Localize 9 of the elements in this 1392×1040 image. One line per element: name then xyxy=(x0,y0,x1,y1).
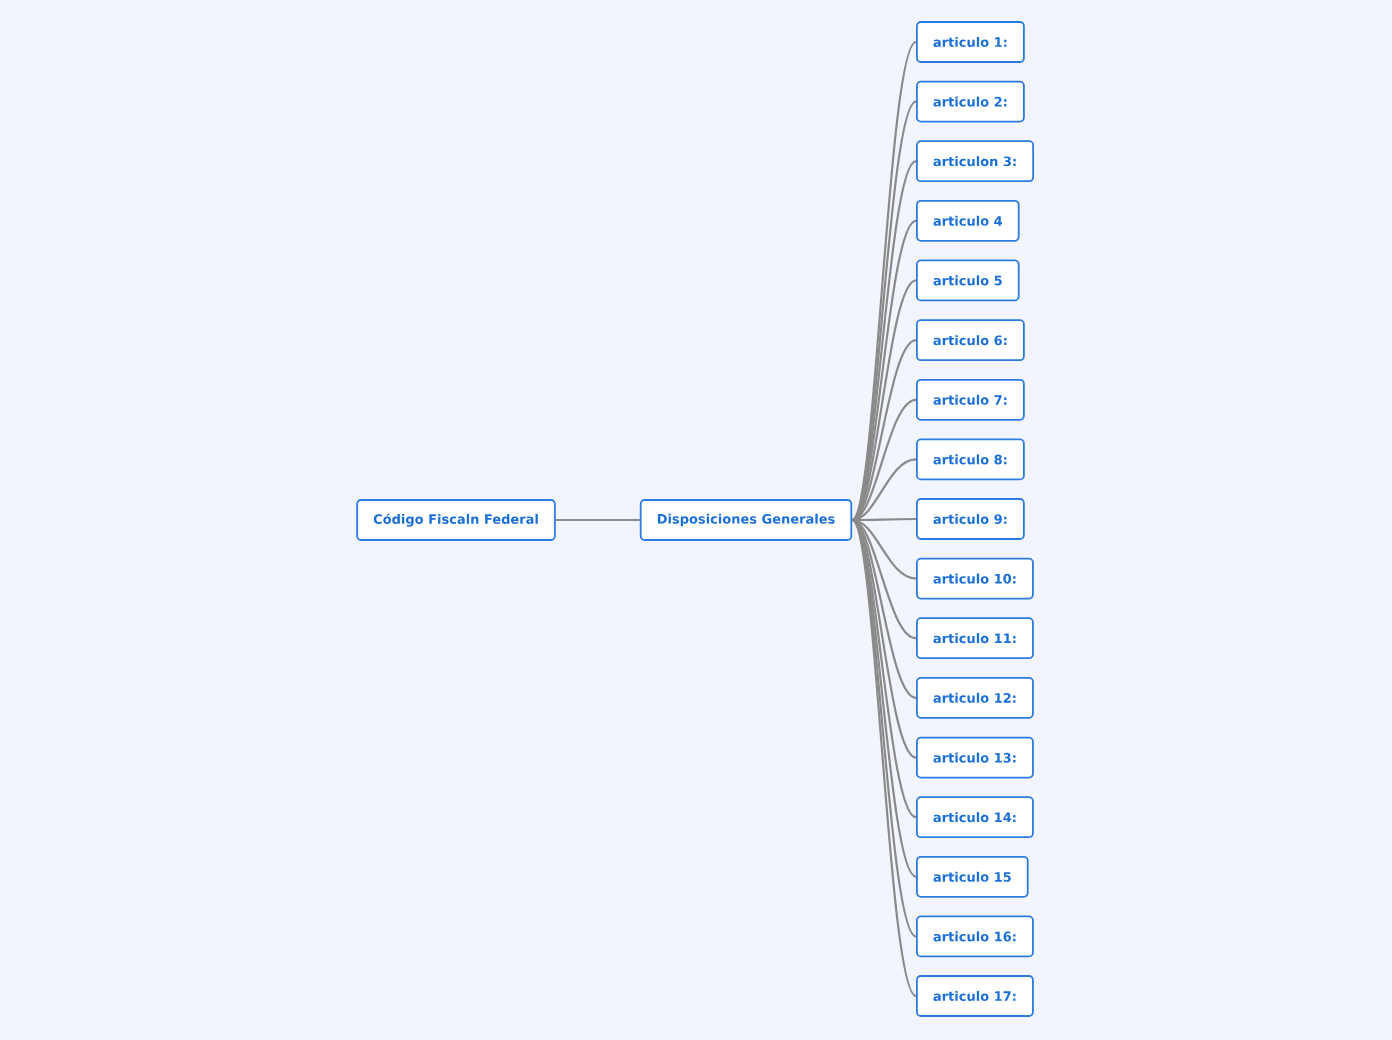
connector-line xyxy=(852,517,916,522)
connector-line xyxy=(851,398,917,521)
connector-line xyxy=(555,518,640,522)
connector-line xyxy=(852,518,917,580)
connector-line xyxy=(852,458,917,522)
connector-line xyxy=(851,279,917,521)
connector-line xyxy=(851,518,917,640)
connector-line xyxy=(851,519,917,819)
connector-line xyxy=(851,219,917,521)
